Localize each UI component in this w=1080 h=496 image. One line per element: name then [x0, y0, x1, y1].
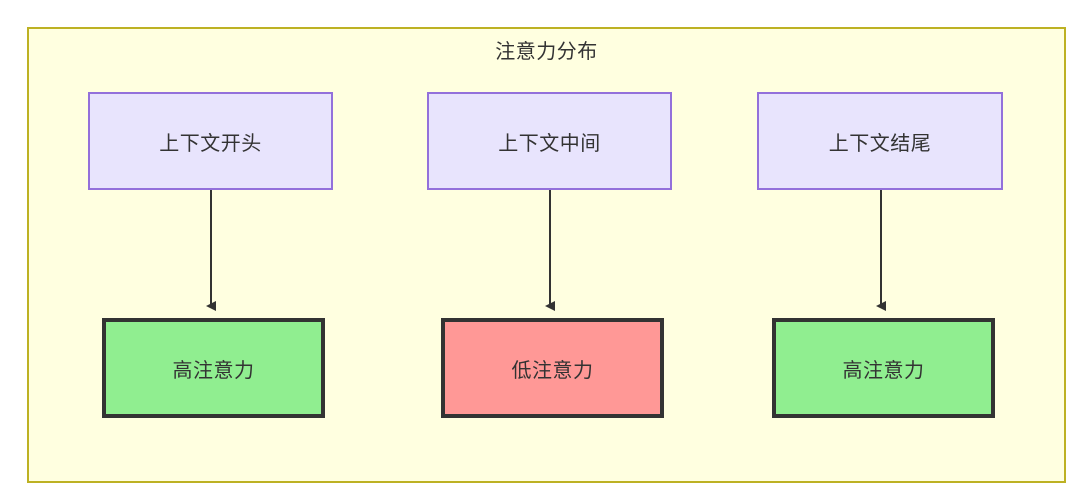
diagram-title: 注意力分布 [495, 39, 598, 63]
node-context-middle[interactable]: 上下文中间 [427, 92, 672, 190]
node-high-attention-end-label: 高注意力 [842, 357, 925, 382]
node-high-attention-end[interactable]: 高注意力 [772, 318, 995, 418]
node-high-attention-start[interactable]: 高注意力 [102, 318, 325, 418]
node-context-end-label: 上下文结尾 [828, 130, 932, 155]
node-context-end[interactable]: 上下文结尾 [757, 92, 1003, 190]
node-low-attention-middle-label: 低注意力 [511, 357, 594, 382]
node-high-attention-start-label: 高注意力 [172, 357, 255, 382]
node-context-middle-label: 上下文中间 [498, 130, 601, 155]
node-context-start[interactable]: 上下文开头 [88, 92, 333, 190]
node-context-start-label: 上下文开头 [159, 130, 262, 155]
node-low-attention-middle[interactable]: 低注意力 [441, 318, 664, 418]
